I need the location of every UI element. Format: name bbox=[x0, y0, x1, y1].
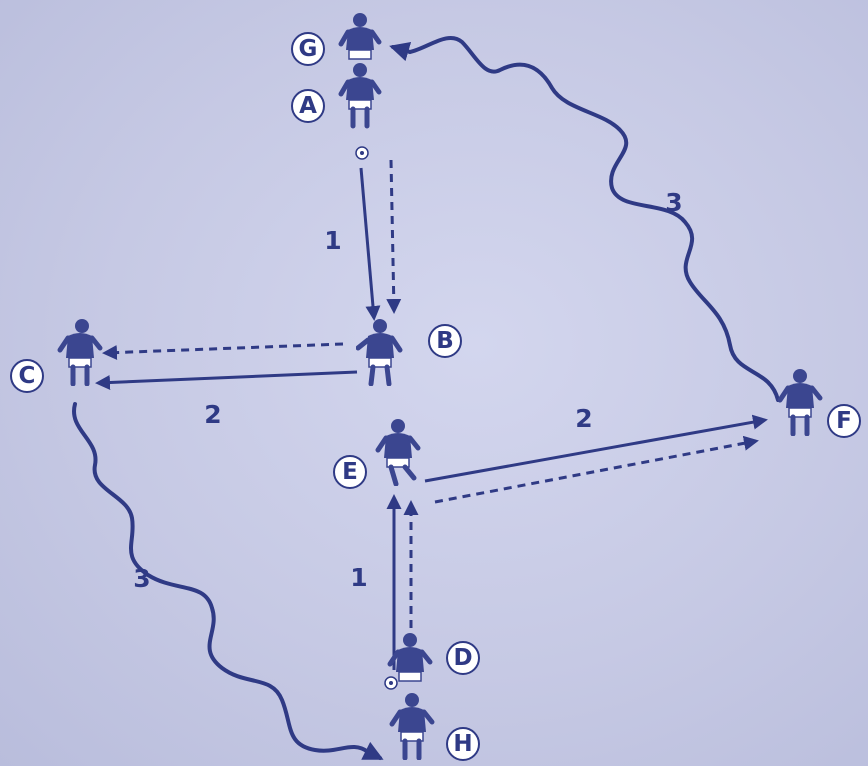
label-e: E bbox=[333, 455, 367, 489]
dribble-path-f-to-g bbox=[389, 35, 780, 402]
player-a bbox=[338, 63, 382, 129]
dashed-arrow-e-to-f bbox=[434, 435, 759, 504]
label-c: C bbox=[10, 359, 44, 393]
label-h: H bbox=[446, 727, 480, 761]
step-number-pass-ef: 2 bbox=[575, 404, 593, 433]
player-b bbox=[356, 319, 403, 386]
ball-at-d bbox=[384, 676, 398, 690]
pass-arrow-b-to-c bbox=[95, 370, 358, 390]
player-g bbox=[338, 13, 382, 60]
label-b-text: B bbox=[436, 328, 454, 354]
label-g: G bbox=[291, 32, 325, 66]
pass-arrow-a-to-b bbox=[359, 167, 381, 321]
return-arrow-a-to-b bbox=[386, 159, 402, 314]
ball-at-a bbox=[355, 146, 369, 160]
label-e-text: E bbox=[342, 459, 358, 485]
label-d: D bbox=[446, 641, 480, 675]
dribble-path-c-to-h bbox=[72, 402, 384, 760]
label-a: A bbox=[291, 89, 325, 123]
label-h-text: H bbox=[453, 731, 473, 757]
label-c-text: C bbox=[18, 363, 36, 389]
label-d-text: D bbox=[453, 645, 473, 671]
step-number-run-fg: 3 bbox=[665, 188, 683, 217]
label-f: F bbox=[827, 404, 861, 438]
player-c bbox=[57, 319, 103, 386]
step-number-pass-bc: 2 bbox=[204, 400, 222, 429]
step-number-pass-ab: 1 bbox=[324, 226, 342, 255]
player-h bbox=[389, 693, 435, 760]
player-e bbox=[375, 419, 421, 486]
label-a-text: A bbox=[299, 93, 317, 119]
step-number-pass-de: 1 bbox=[350, 563, 368, 592]
dashed-arrow-b-to-c bbox=[102, 342, 344, 361]
step-number-run-ch: 3 bbox=[133, 564, 151, 593]
player-d bbox=[387, 633, 433, 682]
label-g-text: G bbox=[298, 36, 318, 62]
label-f-text: F bbox=[836, 408, 852, 434]
label-b: B bbox=[428, 324, 462, 358]
player-f bbox=[777, 369, 823, 436]
pass-arrow-e-to-f bbox=[424, 414, 768, 483]
